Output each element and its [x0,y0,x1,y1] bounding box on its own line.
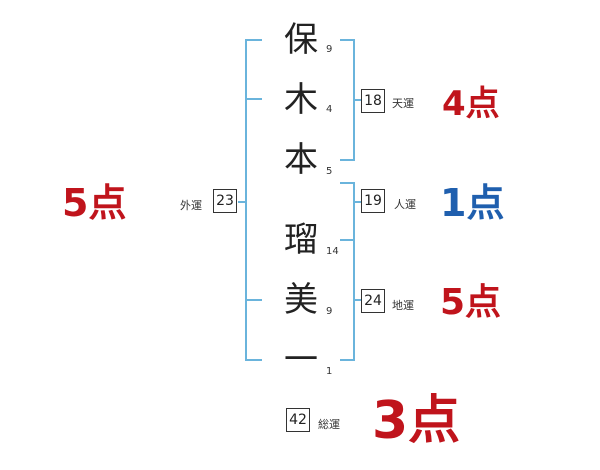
souun-value-box: 42 [286,408,310,432]
name-char-4: 瑠 [284,220,318,260]
tenun-value-box: 18 [361,89,385,113]
stroke-count-5: 9 [326,306,333,317]
chiun-score: 5点 [440,282,502,323]
stroke-count-1: 9 [326,44,333,55]
tenun-score: 4点 [442,84,500,124]
stroke-count-4: 14 [326,246,339,257]
jinun-label: 人運 [394,198,416,211]
gaiun-value-box: 23 [213,189,237,213]
gaiun-label: 外運 [180,199,202,212]
name-char-1: 保 [284,20,318,60]
stroke-count-2: 4 [326,104,333,115]
name-char-5: 美 [284,280,318,320]
chiun-label: 地運 [392,299,414,312]
name-char-3: 本 [284,140,318,180]
gaiun-score: 5点 [62,181,127,225]
name-char-2: 木 [284,80,318,120]
stroke-count-3: 5 [326,166,333,177]
jinun-value-box: 19 [361,189,385,213]
stroke-count-6: 1 [326,366,333,377]
souun-label: 総運 [318,418,340,431]
tenun-label: 天運 [392,97,414,110]
jinun-score: 1点 [440,181,505,225]
name-char-6: 一 [284,340,318,380]
chiun-value-box: 24 [361,289,385,313]
souun-score: 3点 [372,391,461,451]
